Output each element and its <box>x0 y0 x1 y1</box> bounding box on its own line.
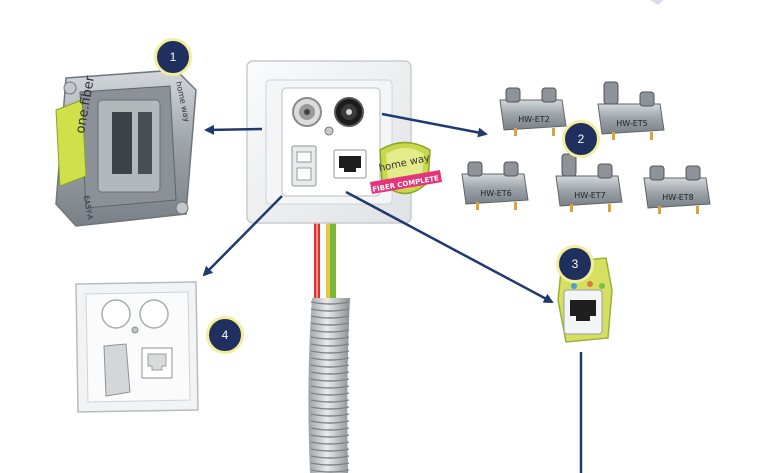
fiber-complete-seal: home way FIBER COMPLETE <box>370 141 442 195</box>
cable-bundle <box>314 222 336 304</box>
arrow-to-modules <box>381 112 488 138</box>
corner-decoration <box>650 0 664 5</box>
module-hw-et6: HW-ET6 <box>461 161 529 210</box>
module-label: HW-ET5 <box>616 119 648 128</box>
one-fiber-insert: one.fiber home way EASY-A <box>55 69 197 227</box>
badge-4-label: 4 <box>221 328 229 342</box>
badge-1-label: 1 <box>169 50 177 64</box>
green-cable <box>330 222 336 304</box>
arrow-to-insert <box>204 124 263 135</box>
module-label: HW-ET2 <box>518 115 550 124</box>
center-screw <box>324 126 334 136</box>
arrow-to-cover <box>202 195 283 277</box>
cover-fiber-slot <box>103 343 131 397</box>
cover-hole-right <box>139 299 169 329</box>
yellow-clip <box>55 99 87 187</box>
badge-2-label: 2 <box>577 132 585 146</box>
number-badge-3: 3 <box>556 245 594 283</box>
module-hw-et7: HW-ET7 <box>555 153 623 212</box>
wall-outlet <box>246 60 412 224</box>
arrow-to-keystone <box>345 190 554 304</box>
badge-3-label: 3 <box>571 257 579 271</box>
module-label: HW-ET8 <box>662 193 694 202</box>
corrugated-conduit <box>308 298 350 473</box>
cover-hole-left <box>101 299 131 329</box>
arrows <box>202 112 554 304</box>
seal-ribbon-band <box>370 170 442 194</box>
number-badge-2: 2 <box>562 120 600 158</box>
module-label: HW-ET7 <box>574 191 606 200</box>
number-badge-1: 1 <box>154 38 192 76</box>
cover-plate <box>75 281 199 413</box>
module-label: HW-ET6 <box>480 189 512 198</box>
module-hw-et2: HW-ET2 <box>499 87 567 136</box>
number-badge-4: 4 <box>206 316 244 354</box>
module-hw-et5: HW-ET5 <box>597 81 665 140</box>
module-hw-et8: HW-ET8 <box>643 165 711 214</box>
